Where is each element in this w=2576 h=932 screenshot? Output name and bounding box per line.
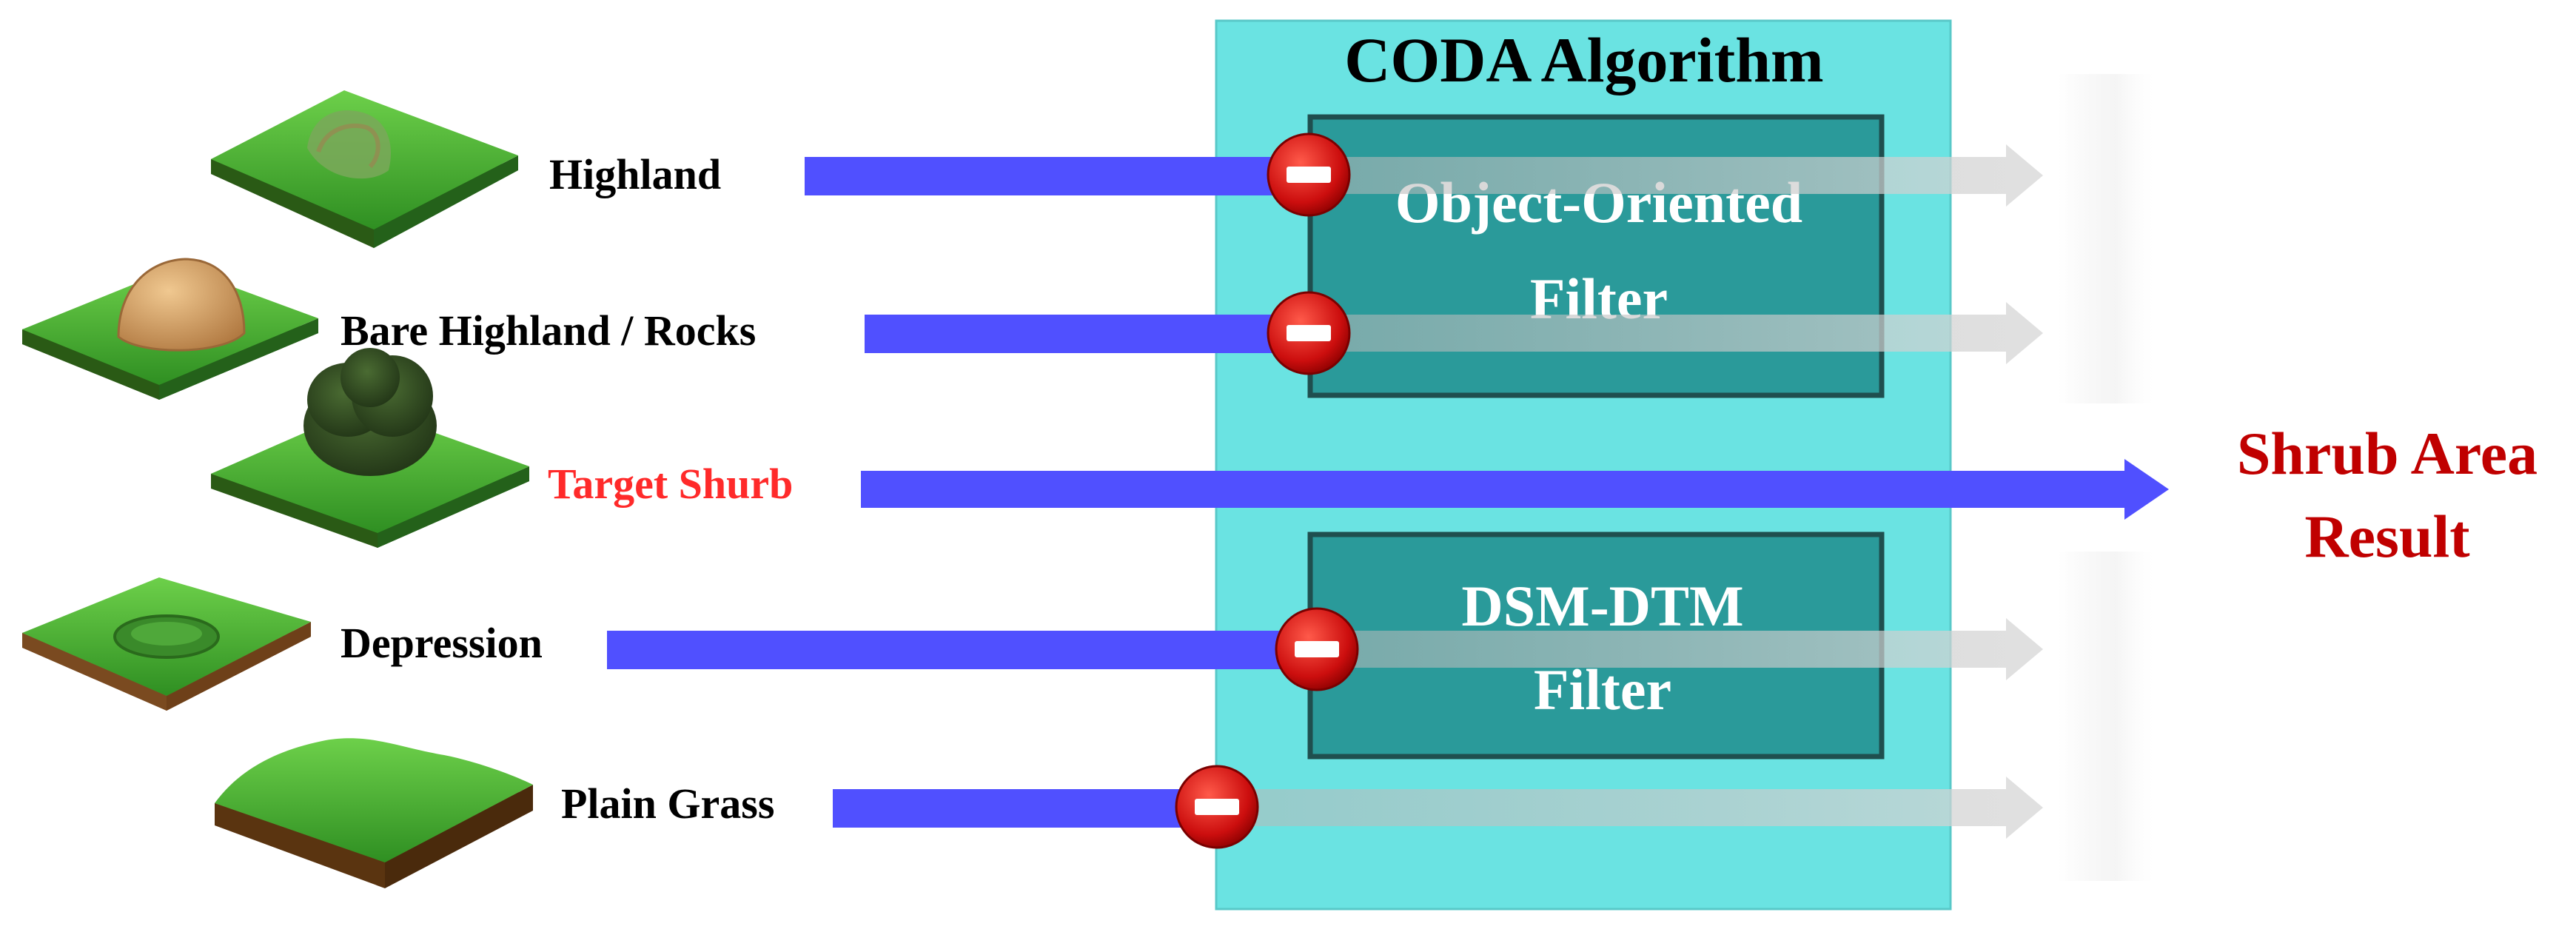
faded-output-band-top — [2058, 74, 2154, 403]
block-icon-depression — [1275, 607, 1359, 691]
faded-arrow-rocks — [1332, 302, 2043, 364]
input-bar-rocks — [865, 315, 1309, 353]
input-bar-depression — [607, 631, 1318, 669]
result-line2: Result — [2304, 503, 2469, 570]
filter-2-line2: Filter — [1534, 657, 1671, 722]
block-icon-plain-grass — [1175, 765, 1259, 849]
faded-arrow-highland — [1332, 144, 2043, 207]
algorithm-title: CODA Algorithm — [1344, 24, 1823, 95]
block-icon-rocks — [1267, 291, 1351, 375]
result-line1: Shrub Area — [2237, 420, 2538, 487]
grass-tile-icon — [215, 738, 533, 888]
faded-output-band-bottom — [2058, 552, 2154, 881]
rock-tile-icon — [22, 258, 318, 400]
faded-arrow-depression — [1332, 618, 2043, 680]
input-label-target-shrub: Target Shurb — [548, 460, 793, 508]
shrub-tile-icon — [211, 348, 529, 548]
input-label-depression: Depression — [341, 619, 543, 667]
input-arrows — [607, 157, 2169, 828]
target-shrub-arrow — [861, 459, 2169, 520]
input-label-highland: Highland — [549, 150, 721, 198]
highland-tile-icon — [211, 90, 518, 248]
input-label-rocks: Bare Highland / Rocks — [341, 306, 756, 355]
filter-2-line1: DSM-DTM — [1461, 574, 1743, 638]
input-label-plain-grass: Plain Grass — [561, 780, 774, 828]
input-bar-highland — [805, 157, 1308, 195]
faded-arrow-plain-grass — [1244, 777, 2043, 839]
faded-arrows — [1244, 144, 2043, 839]
input-bar-plain-grass — [833, 789, 1218, 828]
depression-tile-icon — [22, 577, 311, 711]
block-icon-highland — [1267, 133, 1351, 217]
